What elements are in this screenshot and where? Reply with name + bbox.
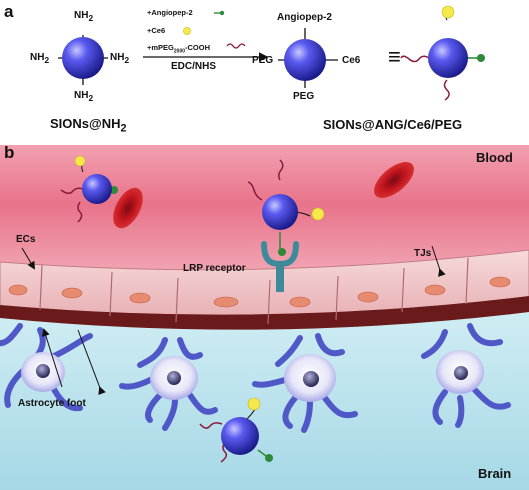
red-blood-cell-1 (113, 187, 143, 229)
panel-a-label: a (4, 2, 14, 21)
sions-nh2-particle (58, 35, 108, 85)
brain-label: Brain (478, 466, 512, 481)
nanoparticle-receptor-bound (247, 159, 325, 256)
product-label-right: Ce6 (342, 55, 361, 66)
amine-top: NH2 (74, 10, 94, 23)
blood-label: Blood (476, 150, 513, 165)
tjs-arrow (431, 245, 446, 277)
astrocyte-1 (0, 323, 93, 412)
product-label-bottom: PEG (293, 91, 315, 102)
product-label-top: Angiopep-2 (277, 12, 332, 23)
endothelial-boundaries (39, 257, 469, 325)
tjs-label: TJs (414, 248, 432, 259)
ecs-label: ECs (16, 234, 36, 245)
astrocyte-arrow-1 (41, 328, 63, 388)
red-blood-cell-2 (374, 162, 414, 198)
lrp-receptor (261, 241, 299, 292)
reagent-angiopep: +Angiopep-2 (147, 8, 193, 17)
ce6-glyph (183, 27, 191, 35)
ecs-arrow (21, 247, 36, 270)
reaction-conditions: EDC/NHS (171, 61, 217, 72)
nanoparticle-blood (60, 155, 118, 223)
product-label-left: PEG (252, 55, 274, 66)
panel-a (58, 5, 485, 101)
nanoparticle-brain (199, 397, 273, 463)
amine-bottom: NH2 (74, 90, 94, 103)
reagent-mpeg: +mPEG2000-COOH (147, 43, 211, 55)
product-particle (278, 28, 338, 88)
amine-right: NH2 (110, 52, 130, 65)
astrocyte-arrow-2 (77, 329, 106, 396)
equivalence-sign: ≡ (388, 44, 401, 69)
astrocyte-3 (252, 333, 358, 433)
astrocyte-2 (119, 337, 218, 431)
basement-membrane (0, 296, 529, 330)
product-name: SIONs@ANG/Ce6/PEG (323, 117, 463, 132)
panel-b-label: b (4, 143, 15, 162)
lrp-receptor-label: LRP receptor (183, 263, 246, 274)
reagent-ce6: +Ce6 (147, 26, 166, 35)
endothelial-nuclei (8, 276, 511, 308)
astrocyte-label: Astrocyte foot (18, 398, 86, 409)
decorated-particle-icon (400, 5, 485, 101)
peg-glyph (226, 43, 246, 49)
amine-left: NH2 (30, 52, 50, 65)
start-name: SIONs@NH2 (50, 116, 127, 135)
angiopep-glyph (214, 10, 225, 16)
panel-b (0, 145, 529, 490)
astrocyte-4 (421, 323, 511, 428)
